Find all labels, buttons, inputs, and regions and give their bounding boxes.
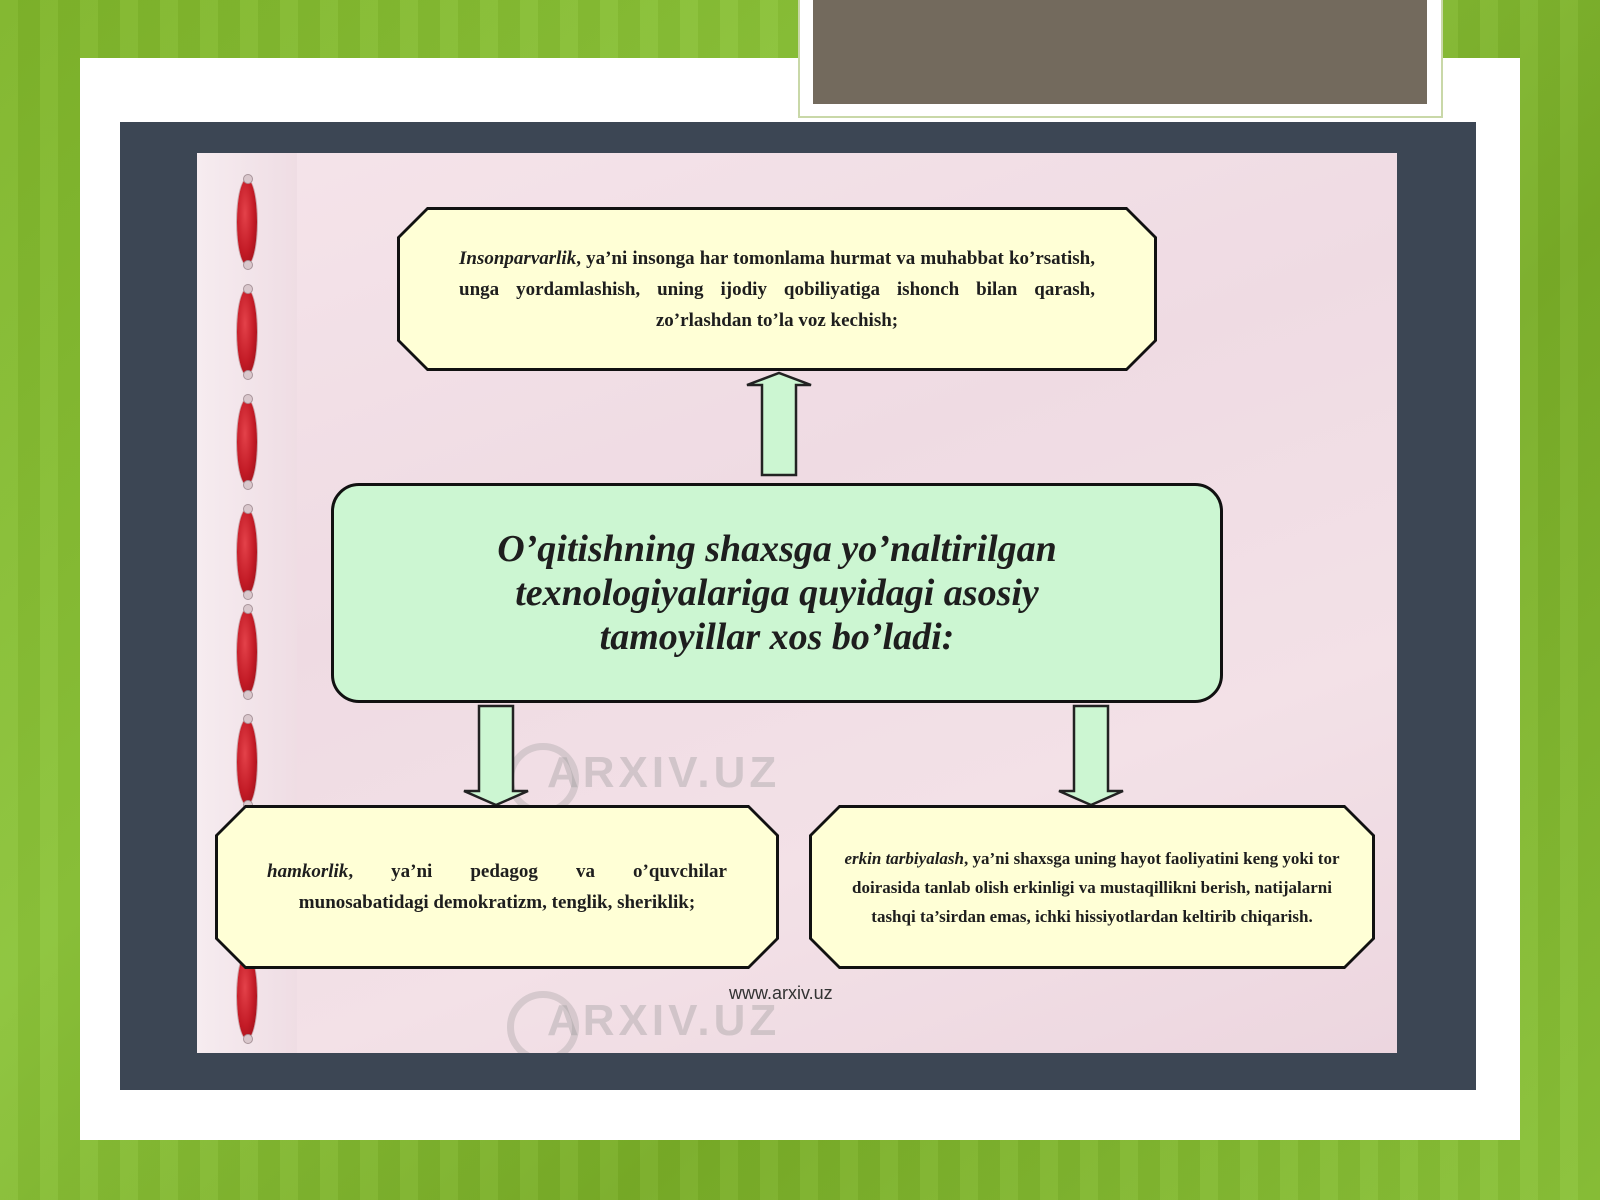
down-arrow-right-icon xyxy=(1058,704,1124,807)
up-arrow-icon xyxy=(746,371,812,477)
watermark: ARXIV.UZ xyxy=(547,748,781,797)
principle-box-cooperation: hamkorlik, ya’ni pedagog va o’quvchilar … xyxy=(215,805,779,969)
principle-text: , ya’ni pedagog va o’quvchilar munosabat… xyxy=(298,861,727,913)
central-statement-line: O’qitishning shaxsga yo’naltirilgan xyxy=(497,528,1057,570)
red-bead-icon xyxy=(237,284,257,380)
down-arrow-left-icon xyxy=(463,704,529,807)
red-bead-icon xyxy=(237,504,257,600)
central-statement-box: O’qitishning shaxsga yo’naltirilgan texn… xyxy=(331,483,1223,703)
principle-term: erkin tarbiyalash xyxy=(844,848,965,868)
principle-text: , ya’ni shaxsga uning hayot faoliyatini … xyxy=(852,848,1340,926)
connector-arrows xyxy=(463,371,1124,807)
central-statement-line: texnologiyalariga quyidagi asosiy xyxy=(515,572,1039,614)
principle-term: hamkorlik xyxy=(267,861,349,882)
principle-box-free-upbringing: erkin tarbiyalash, ya’ni shaxsga uning h… xyxy=(809,805,1375,969)
red-bead-icon xyxy=(237,174,257,270)
watermark: ARXIV.UZ xyxy=(547,996,781,1045)
red-bead-icon xyxy=(237,394,257,490)
source-url: www.arxiv.uz xyxy=(729,983,833,1003)
principle-text: , ya’ni insonga har tomonlama hurmat va … xyxy=(459,247,1095,331)
watermark-logo-icon xyxy=(507,991,579,1053)
principle-term: Insonparvarlik xyxy=(459,247,577,269)
principle-box-humanism: Insonparvarlik, ya’ni insonga har tomonl… xyxy=(397,207,1157,371)
diagram-image: ARXIV.UZ ARXIV.UZ ARXIV.UZ Insonparvarli… xyxy=(197,153,1397,1053)
title-placeholder xyxy=(813,0,1427,104)
central-statement-line: tamoyillar xos bo’ladi: xyxy=(599,616,955,658)
red-bead-icon xyxy=(237,604,257,700)
